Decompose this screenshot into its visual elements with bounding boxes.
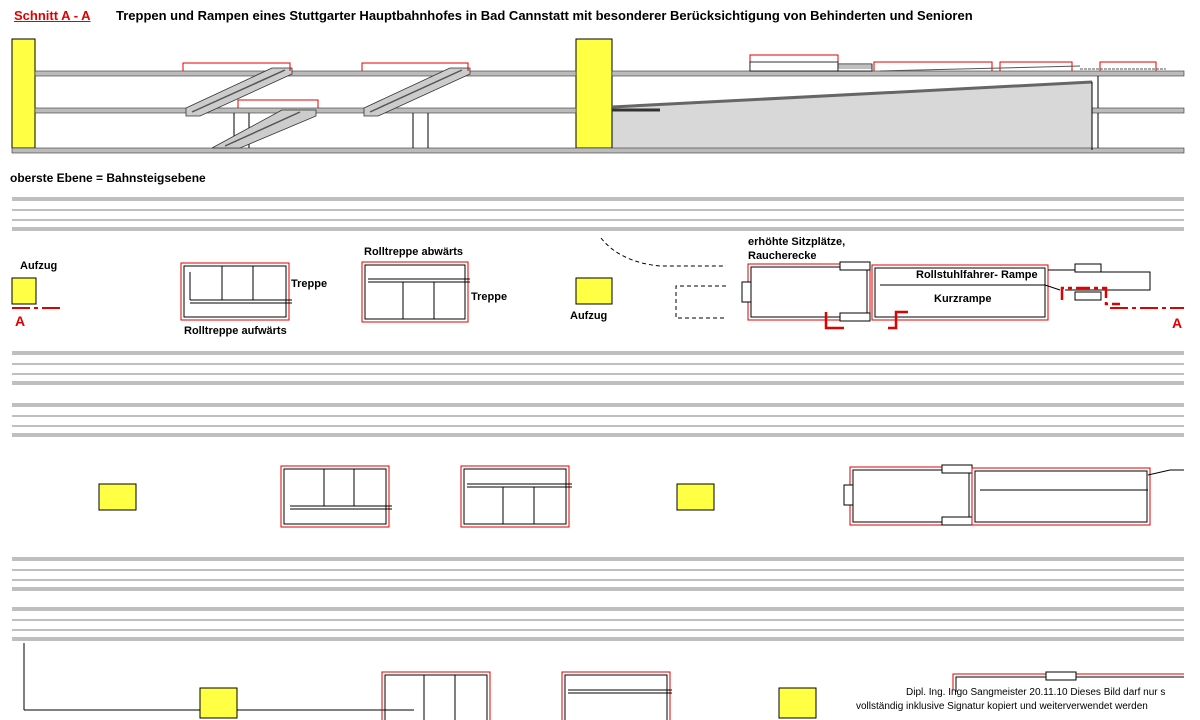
label-short-ramp: Kurzrampe bbox=[934, 293, 992, 305]
track-band-5 bbox=[12, 607, 1184, 641]
elevator-p3-mid bbox=[778, 687, 817, 719]
elevator-shaft-left bbox=[11, 38, 36, 149]
elevator-mid bbox=[575, 277, 613, 305]
level-label: oberste Ebene = Bahnsteigsebene bbox=[10, 171, 206, 185]
label-escalator-up: Rolltreppe aufwärts bbox=[184, 325, 287, 337]
label-elevator-mid: Aufzug bbox=[570, 310, 608, 322]
track-band-1 bbox=[12, 197, 1184, 231]
section-mark-left: A bbox=[15, 313, 26, 329]
track-bands bbox=[12, 197, 1184, 641]
platform-2-plan bbox=[98, 464, 1184, 528]
label-smoking: Raucherecke bbox=[748, 250, 817, 262]
section-mark-right: A bbox=[1172, 315, 1183, 331]
section-view bbox=[11, 38, 1185, 154]
label-elevator-left: Aufzug bbox=[20, 260, 58, 272]
label-escalator-down: Rolltreppe abwärts bbox=[364, 246, 464, 258]
label-stair-1: Treppe bbox=[291, 278, 328, 290]
platform-1-plan bbox=[11, 237, 1184, 330]
elevator-p3-left bbox=[199, 687, 238, 719]
platform-slab-upper bbox=[34, 70, 577, 77]
elevator-shaft-mid bbox=[575, 38, 613, 149]
bottom-floor bbox=[11, 147, 1185, 154]
label-stair-2: Treppe bbox=[471, 291, 508, 303]
elevator-p2-mid bbox=[676, 483, 715, 511]
elevator-p2-left bbox=[98, 483, 137, 511]
elevator-left bbox=[11, 277, 37, 305]
track-band-2 bbox=[12, 351, 1184, 385]
label-wheelchair-ramp: Rollstuhlfahrer- Rampe bbox=[916, 269, 1038, 281]
ramp-fill bbox=[611, 81, 1093, 151]
footer-line-1: Dipl. Ing. Ingo Sangmeister 20.11.10 Die… bbox=[906, 687, 1166, 698]
label-raised-seats: erhöhte Sitzplätze, bbox=[748, 236, 846, 248]
page-title: Treppen und Rampen eines Stuttgarter Hau… bbox=[116, 8, 973, 23]
track-band-3 bbox=[12, 403, 1184, 437]
section-label: Schnitt A - A bbox=[14, 8, 91, 23]
track-band-4 bbox=[12, 557, 1184, 591]
middle-slab-right bbox=[1091, 107, 1185, 114]
platform-slab-upper-right bbox=[611, 70, 1185, 77]
platform-3-plan bbox=[23, 643, 1184, 720]
footer-line-2: vollständig inklusive Signatur kopiert u… bbox=[856, 701, 1148, 712]
